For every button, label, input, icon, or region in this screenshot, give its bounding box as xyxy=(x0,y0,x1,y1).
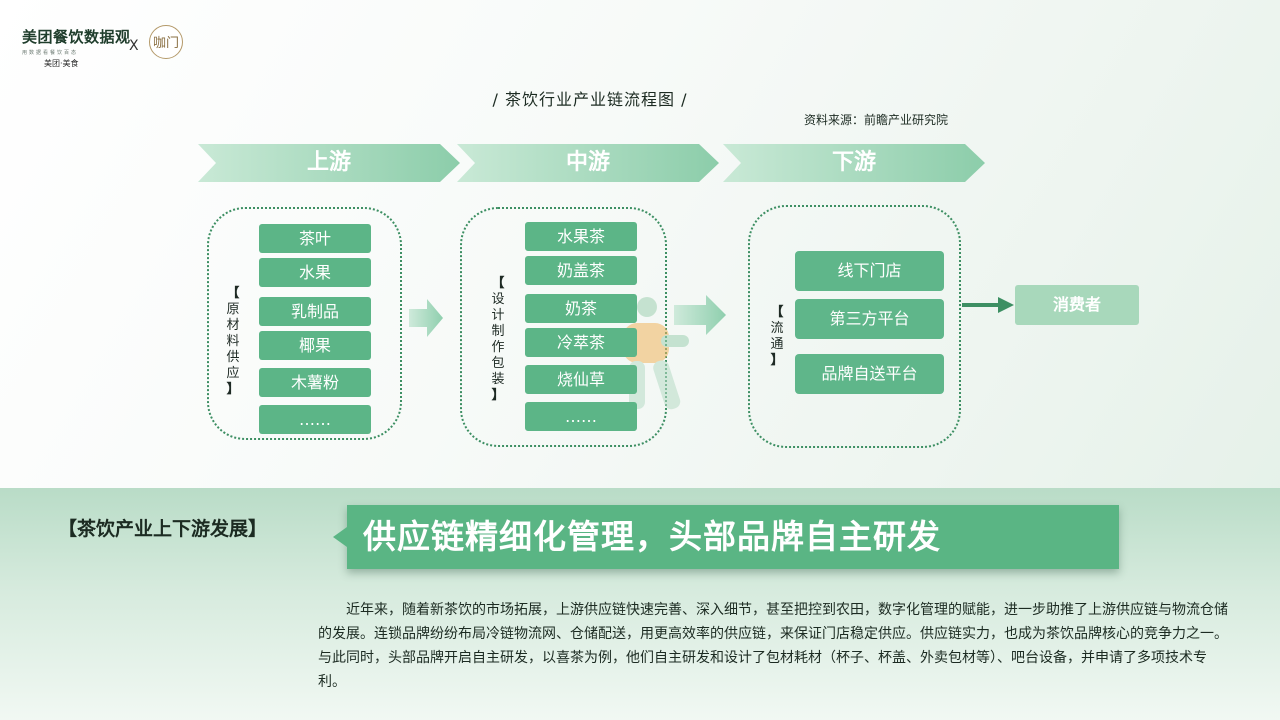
category-char: 供 xyxy=(226,350,240,365)
midstream-item-cheese-tea: 奶盖茶 xyxy=(525,256,637,285)
stage-banner-midstream: 中游 xyxy=(457,144,719,182)
data-source: 资料来源：前瞻产业研究院 xyxy=(804,113,949,127)
banner-chevron-shape xyxy=(198,144,460,182)
category-char: 应 xyxy=(226,366,240,381)
meituan-food-label: 美团·美食 xyxy=(44,59,79,68)
banner-chevron-shape xyxy=(457,144,719,182)
bracket-open: 【 xyxy=(226,286,240,301)
upstream-item-tapioca: 木薯粉 xyxy=(259,368,371,397)
stage-banner-upstream: 上游 xyxy=(198,144,460,182)
category-char: 作 xyxy=(491,340,505,355)
stage-banner-downstream: 下游 xyxy=(723,144,985,182)
upstream-item-dairy: 乳制品 xyxy=(259,297,371,326)
flow-arrow-icon xyxy=(409,299,443,337)
downstream-group xyxy=(748,205,961,448)
consumer-box: 消费者 xyxy=(1015,285,1139,325)
downstream-item-offline-store: 线下门店 xyxy=(795,251,944,291)
downstream-item-brand-delivery: 品牌自送平台 xyxy=(795,354,944,394)
upstream-item-more: …… xyxy=(259,405,371,434)
category-char: 包 xyxy=(491,356,505,371)
banner-chevron-shape xyxy=(723,144,985,182)
category-char: 通 xyxy=(770,337,784,352)
upstream-group xyxy=(207,207,402,440)
category-char: 原 xyxy=(226,302,240,317)
downstream-item-third-party-platform: 第三方平台 xyxy=(795,299,944,339)
bracket-close: 】 xyxy=(226,382,240,397)
flow-arrow-icon xyxy=(674,295,726,335)
category-char: 计 xyxy=(491,308,505,323)
midstream-item-milk-tea: 奶茶 xyxy=(525,294,637,323)
category-char: 材 xyxy=(226,318,240,333)
bracket-open: 【 xyxy=(491,276,505,291)
section-tag: 【茶饮产业上下游发展】 xyxy=(58,518,268,540)
category-char: 制 xyxy=(491,324,505,339)
midstream-group xyxy=(460,207,667,447)
midstream-item-fruit-tea: 水果茶 xyxy=(525,222,637,251)
category-char: 装 xyxy=(491,372,505,387)
stage-label: 上游 xyxy=(306,150,351,175)
body-paragraph: 近年来，随着新茶饮的市场拓展，上游供应链快速完善、深入细节，甚至把控到农田，数字… xyxy=(318,602,1228,690)
meituan-brand-logo: 美团餐饮数据观 用数据看餐饮百态 美团·美食 xyxy=(22,26,131,69)
diagram-title: / 茶饮行业产业链流程图 / xyxy=(492,90,688,109)
upstream-item-coconut: 椰果 xyxy=(259,331,371,360)
headline: 供应链精细化管理，头部品牌自主研发 xyxy=(363,517,941,556)
stage-label: 中游 xyxy=(565,150,610,175)
stage-label: 下游 xyxy=(831,150,876,175)
downstream-category-label: 【 流 通 】 xyxy=(768,305,786,369)
midstream-category-label: 【 设 计 制 作 包 装 】 xyxy=(489,276,507,404)
midstream-item-cold-brew: 冷萃茶 xyxy=(525,328,637,357)
category-char: 流 xyxy=(770,321,784,336)
bracket-close: 】 xyxy=(491,388,505,403)
category-char: 设 xyxy=(491,292,505,307)
midstream-item-grass-jelly: 烧仙草 xyxy=(525,365,637,394)
consumer-arrow-icon xyxy=(962,297,1014,313)
collab-separator: X xyxy=(129,38,139,54)
bracket-open: 【 xyxy=(770,305,784,320)
category-char: 料 xyxy=(226,334,240,349)
upstream-category-label: 【 原 材 料 供 应 】 xyxy=(224,286,242,398)
bracket-close: 】 xyxy=(770,353,784,368)
upstream-item-tea-leaves: 茶叶 xyxy=(259,224,371,253)
headline-banner: 供应链精细化管理，头部品牌自主研发 xyxy=(333,505,1119,569)
midstream-item-more: …… xyxy=(525,402,637,431)
brand-subtitle: 用数据看餐饮百态 xyxy=(22,50,79,56)
svg-text:咖门: 咖门 xyxy=(153,36,179,51)
upstream-item-fruit: 水果 xyxy=(259,258,371,287)
brand-title: 美团餐饮数据观 xyxy=(22,28,131,46)
kaimen-logo-icon: 咖门 xyxy=(149,25,183,59)
